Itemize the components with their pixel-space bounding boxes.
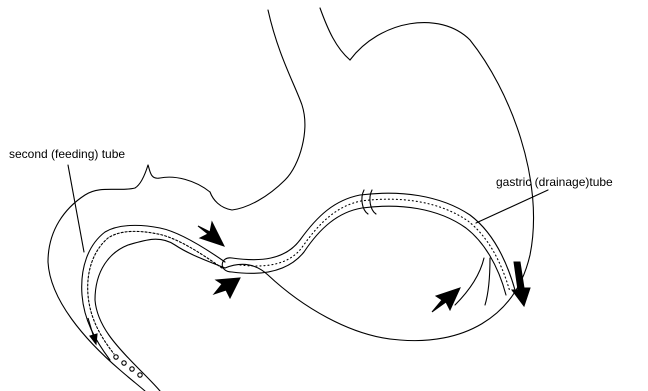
gastric-tube-tip [222, 258, 232, 272]
stomach-lesser-curvature [48, 165, 210, 391]
arrow-drainage-left [432, 288, 460, 312]
feeding-tube-inner [88, 231, 222, 354]
tube-hole-1 [114, 355, 118, 359]
exit-tube-strand-right [485, 258, 490, 305]
arrow-upper-tip [198, 222, 224, 246]
tube-hole-2 [122, 361, 126, 365]
esophagus-right-wall [320, 8, 350, 60]
feeding-tube-outer [82, 225, 225, 360]
gastric-tube-leader [476, 190, 548, 223]
tube-hole-4 [138, 373, 142, 377]
esophagus-left-wall [210, 10, 305, 210]
arrow-head-icon [198, 222, 530, 312]
tube-hole-3 [130, 367, 134, 371]
gastric-tube-upper [232, 193, 515, 290]
arrow-drainage-right [512, 262, 530, 306]
arrow-lower-tip [214, 278, 240, 298]
duodenum-inner-wall [95, 239, 225, 391]
second-tube-leader [68, 165, 84, 252]
exit-tube-strand-left [455, 258, 484, 305]
